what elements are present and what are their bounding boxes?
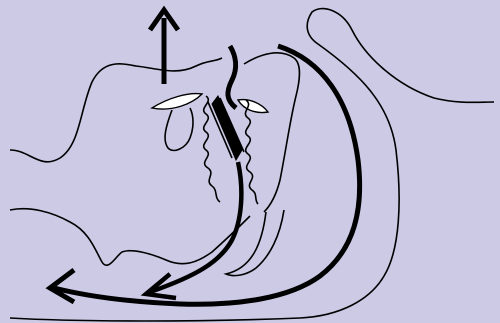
diagram-background [0, 0, 500, 323]
cross-section-diagram [0, 0, 500, 323]
diagram-canvas [0, 0, 500, 323]
